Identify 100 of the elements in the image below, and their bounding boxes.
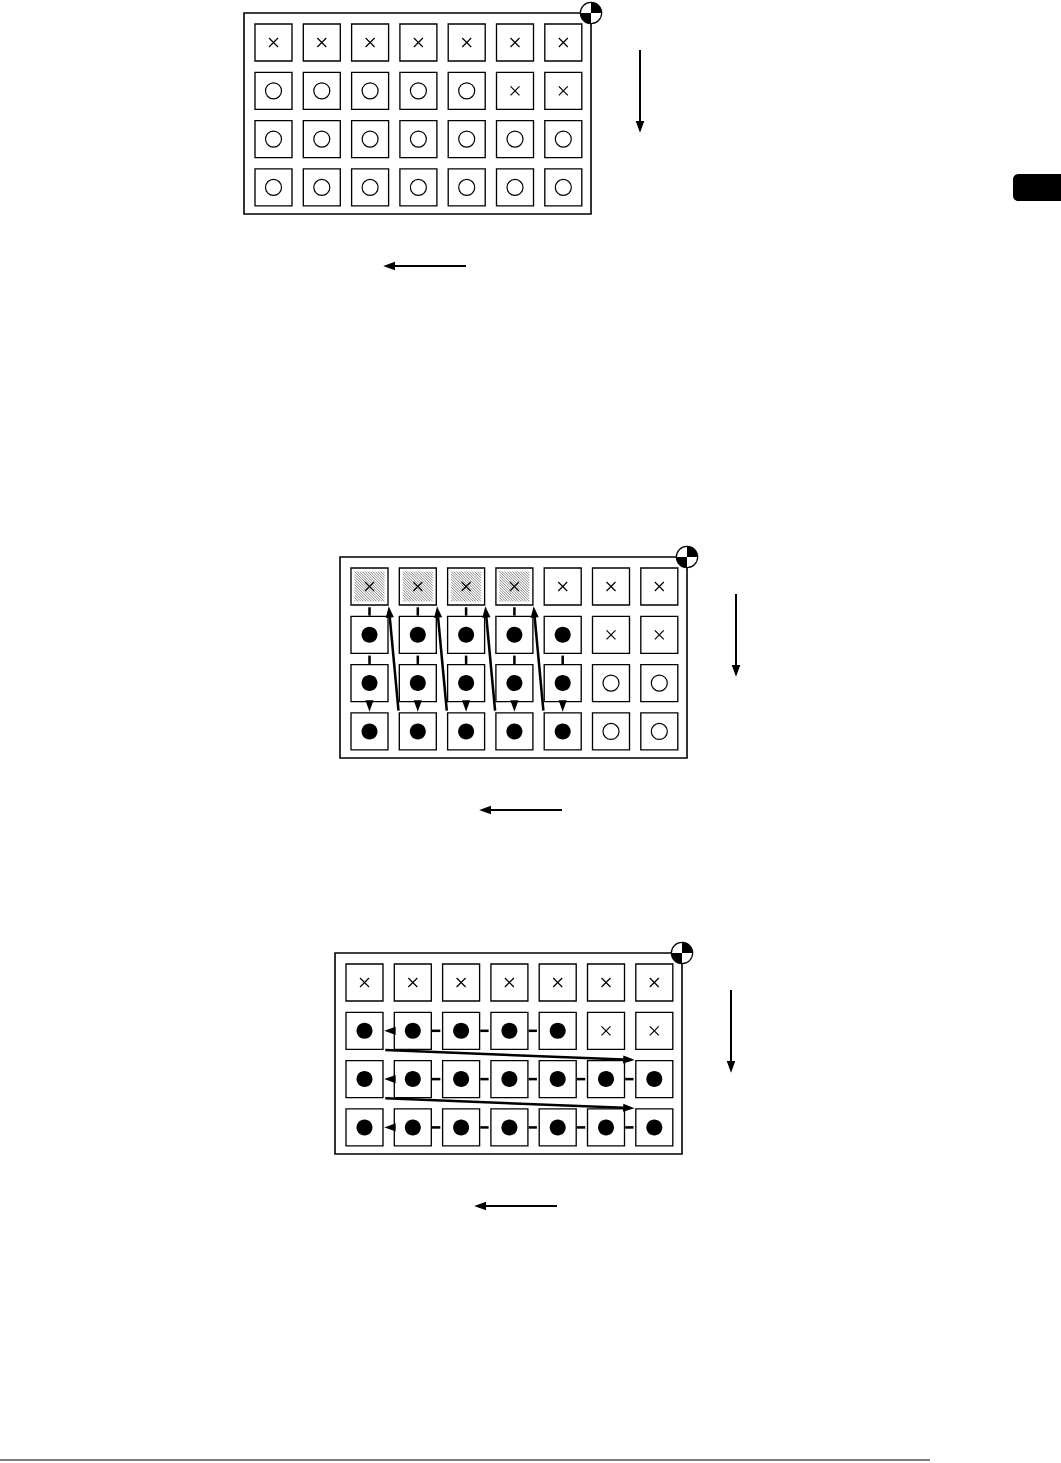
cell-box (543, 615, 582, 654)
connector-line (561, 655, 564, 664)
cell-box (398, 712, 437, 751)
cell-box (350, 663, 389, 703)
cell-box (399, 119, 438, 159)
connector-line (513, 655, 516, 664)
cell-box (302, 168, 341, 207)
connector-line (464, 655, 468, 664)
cell-box (495, 119, 535, 159)
connector-line (368, 655, 371, 664)
cell-box (345, 963, 384, 1002)
cell-box (640, 615, 679, 654)
cell-box (302, 119, 341, 159)
cell-box (345, 1059, 384, 1099)
cell-box (441, 1108, 481, 1147)
cell-box (399, 23, 438, 62)
connector-line (480, 1077, 489, 1081)
cell-box (591, 567, 631, 606)
cell-box (544, 168, 583, 207)
cell-box (543, 567, 582, 606)
cell-box (393, 1108, 432, 1147)
cell-box (345, 1108, 384, 1147)
cell-box (254, 23, 293, 62)
cell-box (586, 1108, 626, 1147)
cell-box (345, 1011, 384, 1050)
connector-line (513, 607, 516, 616)
cell-box (393, 1011, 432, 1050)
connector-line (528, 1126, 537, 1129)
cell-box (302, 23, 341, 62)
tray-outline (243, 12, 592, 215)
cell-box (635, 1059, 674, 1099)
connector-line (480, 1029, 489, 1033)
connector-line (368, 607, 371, 616)
cell-box (635, 963, 674, 1002)
cell-box (350, 567, 389, 606)
cell-box (544, 119, 583, 159)
connector-line (625, 1126, 634, 1129)
cell-box (446, 615, 486, 654)
cell-box (441, 1059, 481, 1099)
cell-box (490, 1108, 529, 1147)
cell-box (350, 712, 389, 751)
cell-box (490, 1011, 529, 1050)
cell-box (495, 71, 535, 110)
cell-box (586, 963, 626, 1002)
connector-line (576, 1126, 586, 1129)
cell-box (398, 663, 437, 703)
cell-box (538, 1011, 577, 1050)
cell-box (490, 963, 529, 1002)
cell-box (495, 168, 535, 207)
cell-box (399, 71, 438, 110)
cell-box (586, 1011, 626, 1050)
connector-line (576, 1077, 586, 1081)
connector-line (416, 607, 420, 616)
cell-box (393, 963, 432, 1002)
cell-box (538, 1059, 577, 1099)
connector-line (431, 1077, 441, 1081)
cell-box (350, 119, 390, 159)
cell-box (350, 615, 389, 654)
cell-box (447, 71, 486, 110)
cell-box (495, 615, 534, 654)
connector-line (480, 1126, 489, 1129)
cell-box (447, 168, 486, 207)
cell-box (591, 712, 631, 751)
cell-box (544, 23, 583, 62)
cell-box (254, 71, 293, 110)
cell-box (350, 23, 390, 62)
cell-box (586, 1059, 626, 1099)
cell-box (490, 1059, 529, 1099)
connector-line (464, 607, 468, 616)
cell-box (495, 23, 535, 62)
cell-box (495, 567, 534, 606)
connector-line (431, 1029, 441, 1033)
cell-box (446, 663, 486, 703)
cell-box (446, 712, 486, 751)
cell-box (640, 567, 679, 606)
cell-box (441, 963, 481, 1002)
cell-box (495, 712, 534, 751)
cell-box (640, 712, 679, 751)
cell-box (447, 23, 486, 62)
cell-box (399, 168, 438, 207)
cell-box (446, 567, 486, 606)
tray-outline (334, 952, 683, 1155)
cell-box (591, 615, 631, 654)
connector-line (528, 1029, 537, 1033)
connector-line (528, 1077, 537, 1081)
cell-box (543, 712, 582, 751)
cell-box (538, 1108, 577, 1147)
connector-line (625, 1077, 634, 1081)
cell-box (398, 567, 437, 606)
cell-box (350, 71, 390, 110)
connector-line (416, 655, 420, 664)
cell-box (254, 168, 293, 207)
cell-box (398, 615, 437, 654)
cell-box (635, 1108, 674, 1147)
cell-box (350, 168, 390, 207)
cell-box (543, 663, 582, 703)
cell-box (591, 663, 631, 703)
cell-box (635, 1011, 674, 1050)
cell-box (544, 71, 583, 110)
cell-box (254, 119, 293, 159)
